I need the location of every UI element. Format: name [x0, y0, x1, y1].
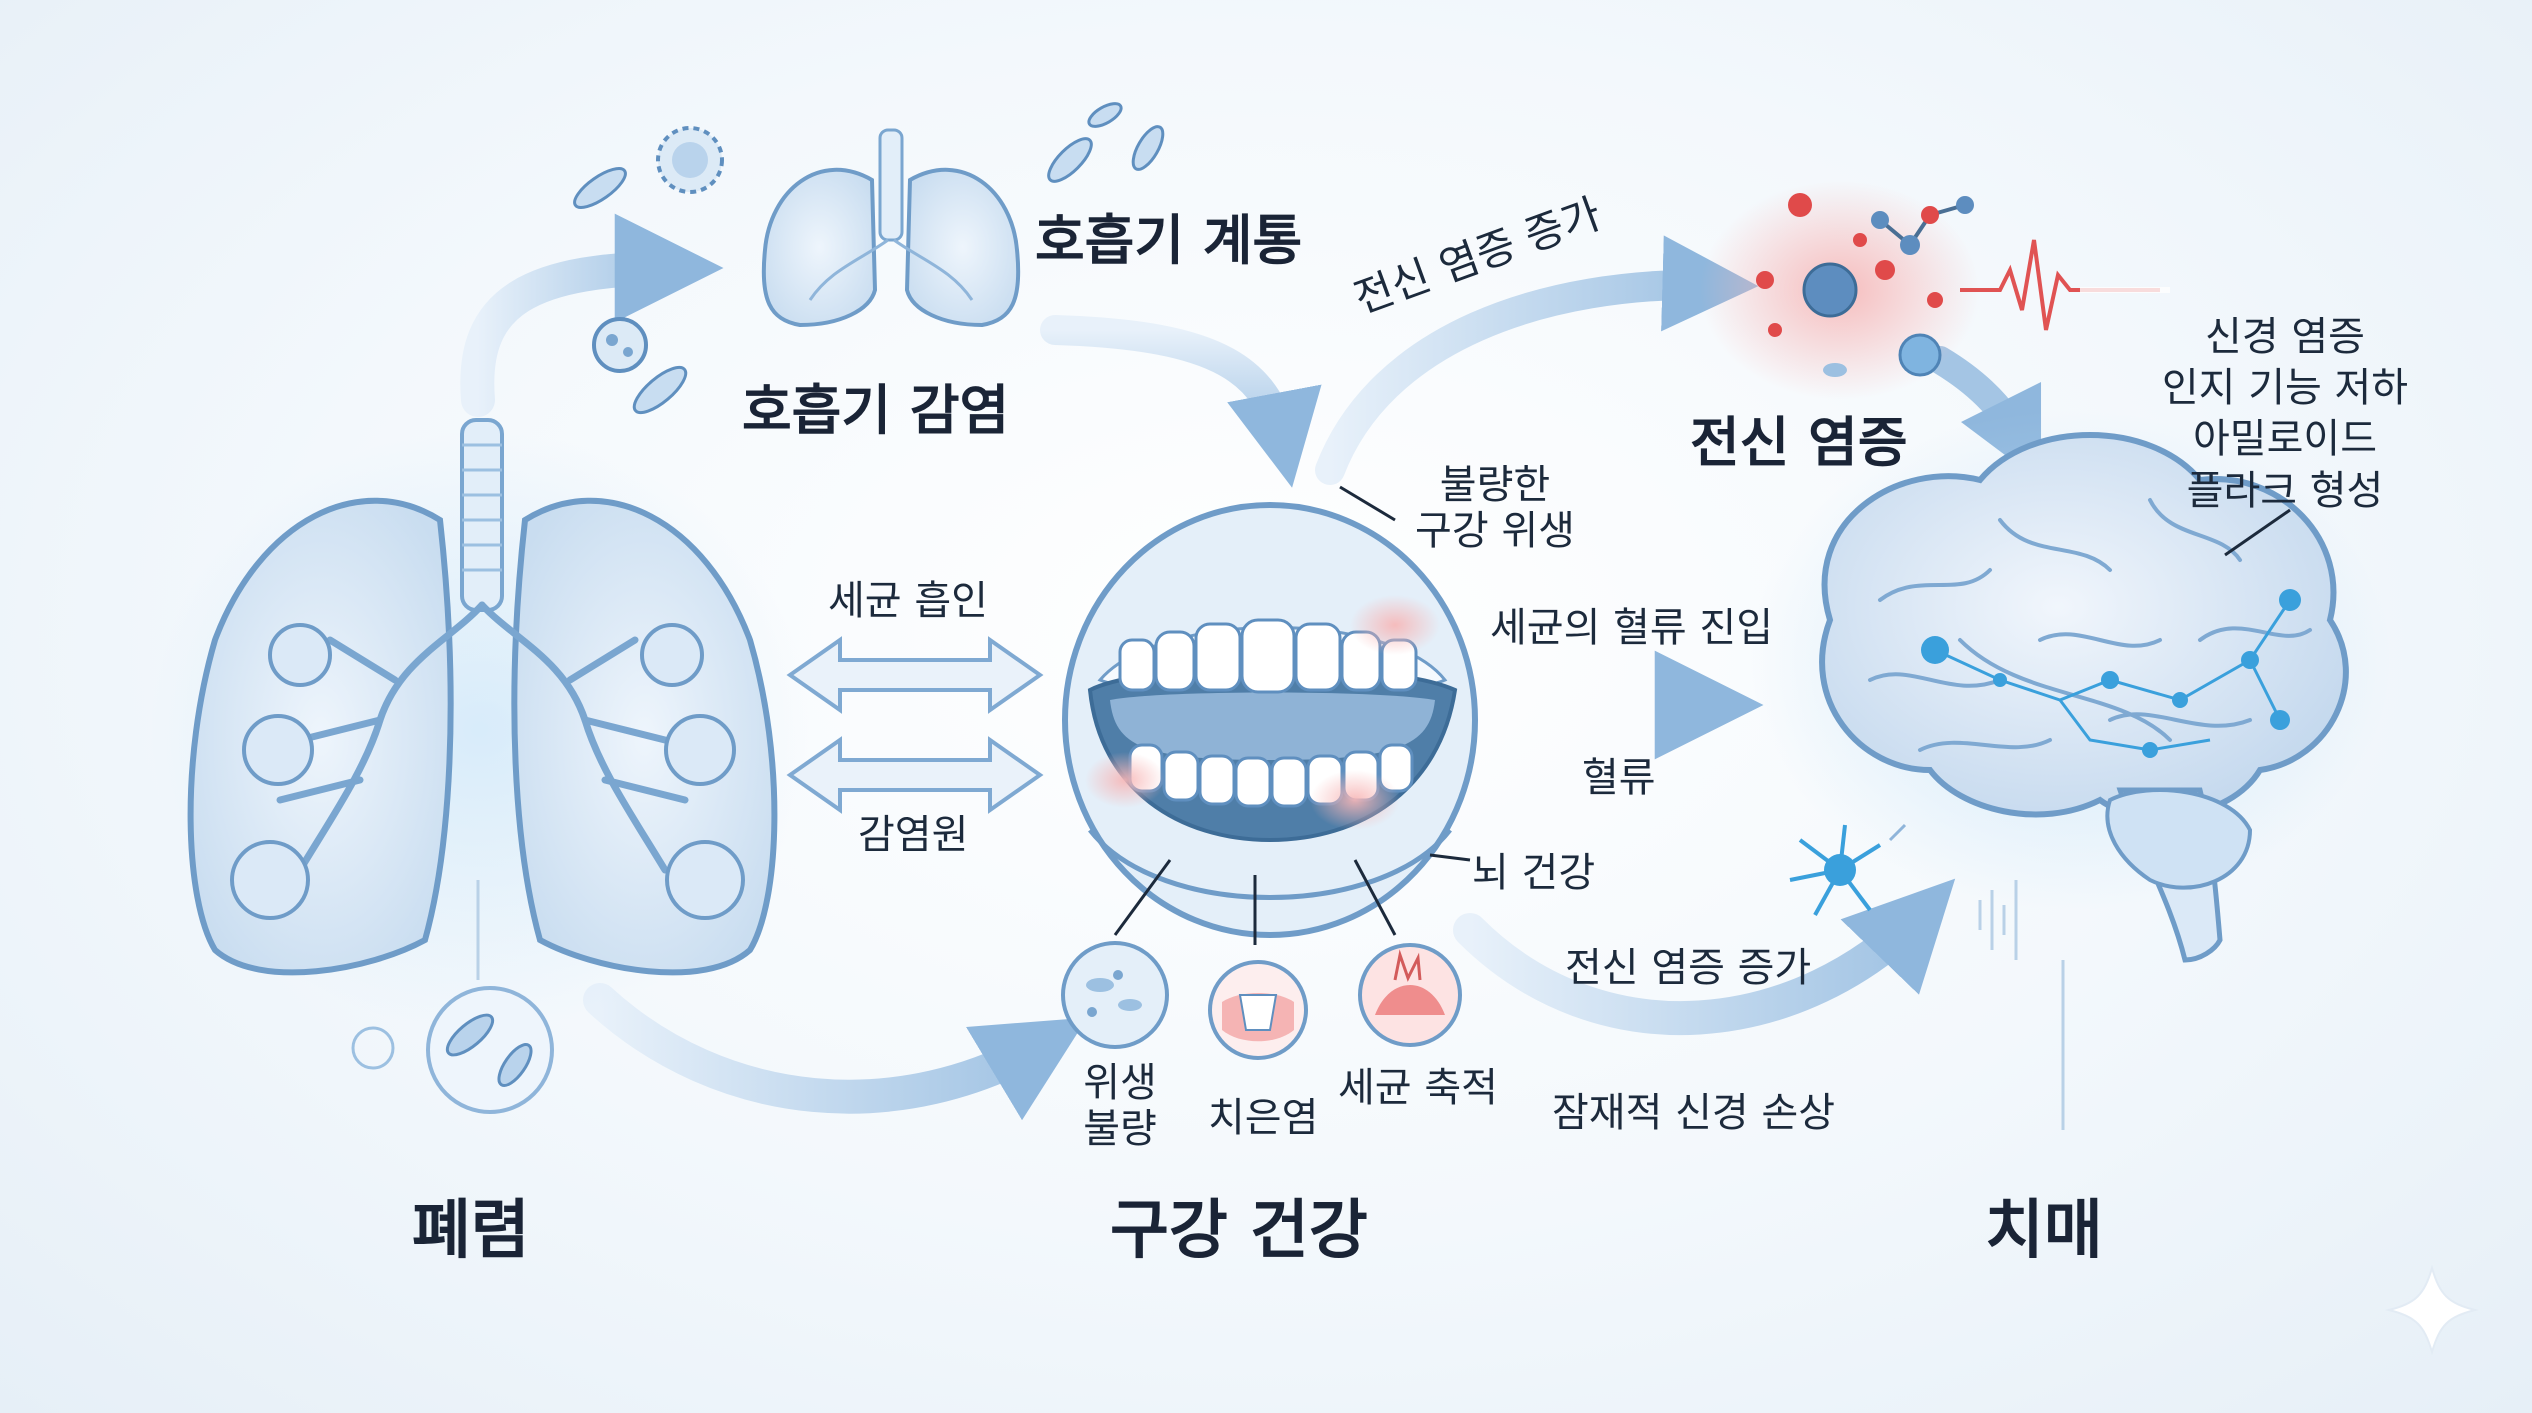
- mouth-icon: [1062, 485, 1478, 945]
- double-arrows: [786, 636, 1044, 814]
- brain-icon: [1750, 410, 2390, 963]
- label-poor-hygiene-line1: 위생: [1083, 1060, 1157, 1106]
- arrow-lungs-to-respiratory: [460, 213, 724, 417]
- label-poor-hygiene: 위생 불량: [1065, 1060, 1175, 1152]
- bacteria-accumulation-circle-icon: [1358, 943, 1462, 1047]
- double-arrow-upper: [786, 636, 1044, 714]
- label-poor-oral-hygiene-line2: 구강 위생: [1415, 508, 1575, 554]
- ekg-icon: [1960, 239, 2170, 331]
- label-poor-hygiene-line2: 불량: [1083, 1106, 1157, 1152]
- neuron-icon: [1789, 823, 1907, 916]
- label-poor-oral-hygiene-line1: 불량한: [1439, 462, 1551, 508]
- bacteria-magnified-icon: [351, 986, 554, 1114]
- section-title-oral: 구강 건강: [1110, 1194, 1368, 1268]
- sparkle-icon: [2385, 1264, 2479, 1356]
- label-bacteria-aspiration: 세균 흡인: [828, 578, 988, 624]
- arrow-mouth-to-brain-inflammation: [1453, 878, 1956, 1036]
- virus-icon: [592, 126, 724, 373]
- arrow-respiratory-to-mouth: [1040, 315, 1322, 488]
- label-respiratory-system: 호흡기 계통: [1035, 209, 1303, 272]
- lungs-icon: [150, 418, 810, 1030]
- flow-arrows: [460, 213, 2042, 1121]
- arrow-mouth-to-inflammation: [1315, 235, 1759, 485]
- label-respiratory-infection: 호흡기 감염: [742, 379, 1010, 442]
- label-gingivitis: 치은염: [1208, 1095, 1319, 1141]
- bacteria-icon: [573, 102, 1165, 415]
- double-arrow-lower: [786, 736, 1044, 814]
- gingivitis-circle-icon: [1208, 960, 1308, 1060]
- hygiene-circle-icon: [1061, 941, 1169, 1049]
- label-amyloid-line2: 플라크 형성: [2186, 467, 2384, 514]
- label-systemic-inflammation: 전신 염증: [1690, 411, 1908, 474]
- label-potential-nerve-damage: 잠재적 신경 손상: [1552, 1090, 1836, 1136]
- label-bacteria-accumulation: 세균 축적: [1338, 1065, 1498, 1111]
- section-title-dementia: 치매: [1985, 1194, 2103, 1268]
- label-brain-health: 뇌 건강: [1472, 850, 1596, 896]
- inflammation-cluster-icon: [1700, 180, 1980, 400]
- arrow-lungs-to-mouth: [583, 983, 1088, 1121]
- label-bloodstream: 혈류: [1582, 755, 1656, 801]
- section-title-lungs: 폐렴: [412, 1194, 530, 1268]
- label-amyloid-line1: 아밀로이드: [2193, 416, 2377, 463]
- label-systemic-inflammation-increase-bottom: 전신 염증 증가: [1565, 945, 1812, 991]
- decor-lines: [476, 880, 2065, 1130]
- label-bacteria-bloodstream-entry: 세균의 혈류 진입: [1490, 605, 1774, 651]
- label-poor-oral-hygiene: 불량한 구강 위생: [1395, 462, 1595, 554]
- label-pathogen: 감염원: [858, 812, 969, 858]
- label-cognitive-decline: 인지 기능 저하: [2161, 365, 2409, 412]
- small-lungs-icon: [761, 128, 1021, 328]
- label-neuro-inflammation: 신경 염증: [2205, 314, 2365, 360]
- label-brain-effects: 신경 염증 인지 기능 저하 아밀로이드 플라크 형성: [2090, 312, 2480, 517]
